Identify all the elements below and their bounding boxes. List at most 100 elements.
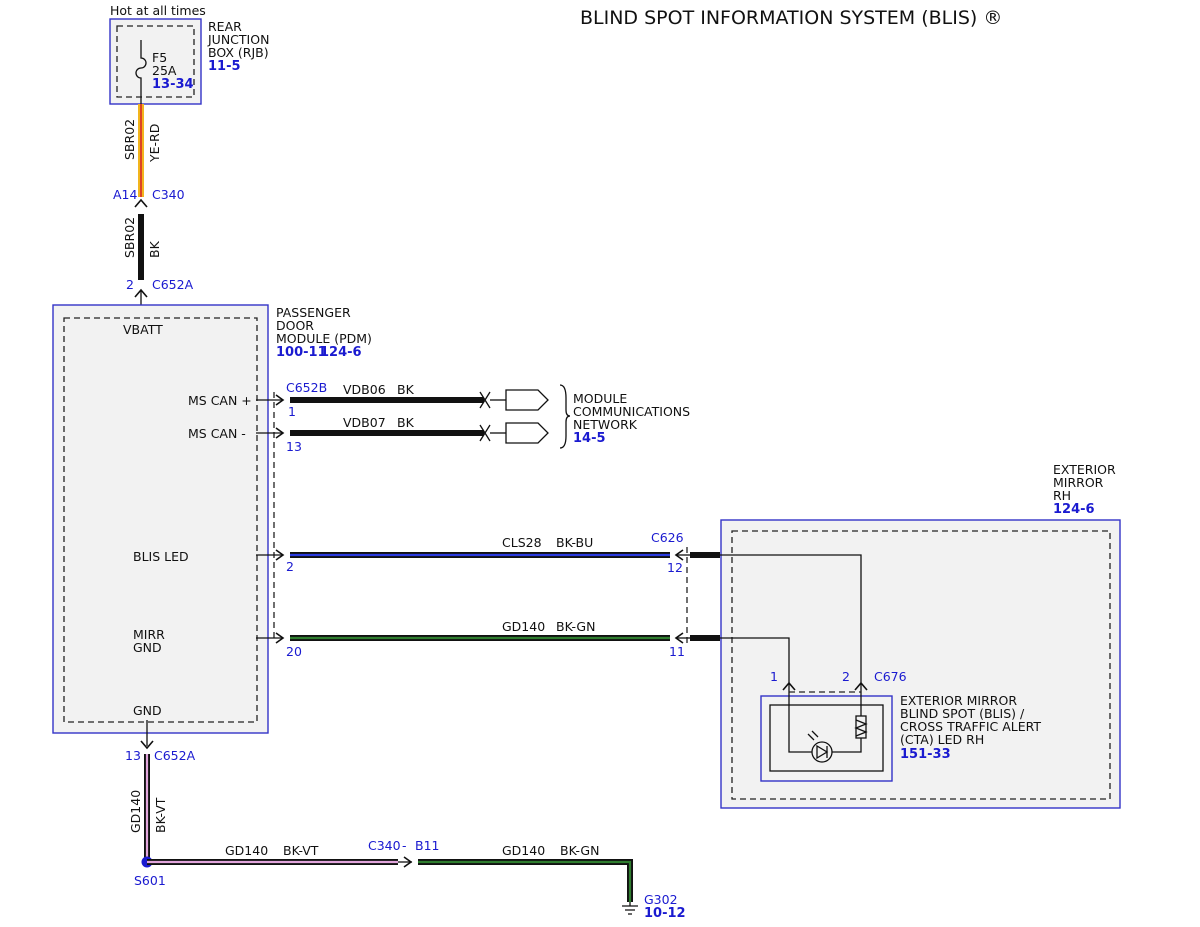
connector-c340-top-name: C340 <box>152 187 185 202</box>
ms-can-plus-arrow <box>275 394 285 406</box>
resistor-zigzag <box>854 719 868 737</box>
mirror-name-line1: EXTERIOR <box>1053 462 1116 477</box>
network-brace <box>559 384 571 449</box>
pdm-pin-blis-led: BLIS LED <box>133 549 189 564</box>
mirror-inner-dash <box>731 530 1111 800</box>
pdm-ref-b: 124-6 <box>320 345 362 360</box>
pdm-name-line1: PASSENGER <box>276 305 351 320</box>
pdm-pin-ms-can-minus: MS CAN - <box>188 426 246 441</box>
wire-gd140-mirror-circuit: GD140 <box>502 619 545 634</box>
pdm-ground-circuit: 13 C652A GD140 BK-VT S601 GD140 BK-VT C3… <box>125 720 686 921</box>
rjb-box <box>109 18 202 105</box>
wire-gd140-vert-color: BK-VT <box>153 797 168 833</box>
led-circuit-left <box>788 692 812 753</box>
blis-led-circuit: 2 CLS28 BK-BU <box>256 535 670 574</box>
rjb-name-line1: REAR <box>208 19 242 34</box>
wire-gd140-ground-body <box>418 859 633 902</box>
network-line1: MODULE <box>573 391 627 406</box>
mirror-internal-wire-top <box>720 554 862 684</box>
wire-sbr02-top-color: YE-RD <box>147 124 162 163</box>
connector-c652a-top-pin: 2 <box>126 277 134 292</box>
pdm-name-line3: MODULE (PDM) <box>276 331 372 346</box>
connector-c626-name: C626 <box>651 530 684 545</box>
connector-c626: C626 12 11 <box>651 530 690 659</box>
rjb-ref: 11-5 <box>208 59 241 74</box>
wire-vdb07-circuit: VDB07 <box>343 415 386 430</box>
connector-c340-top-arrow <box>134 198 148 208</box>
pdm-box <box>52 304 269 734</box>
mirror-internal-wire-bottom <box>720 637 790 684</box>
pdm-inner-dash <box>63 317 258 723</box>
rjb-inner-dash <box>116 25 195 98</box>
connector-c652a-top-name: C652A <box>152 277 194 292</box>
connector-c652a-bottom-pin: 13 <box>125 748 141 763</box>
led-component-line2: BLIND SPOT (BLIS) / <box>900 706 1025 721</box>
wire-sbr02-top-circuit: SBR02 <box>122 119 137 160</box>
fuse-id: F5 <box>152 50 167 65</box>
wire-cls28-color: BK-BU <box>556 535 593 550</box>
wire-vdb06-circuit: VDB06 <box>343 382 386 397</box>
ms-can-minus-arrow <box>275 427 285 439</box>
connector-c340-bottom-pin: B11 <box>415 838 439 853</box>
connector-c676-name: C676 <box>874 669 907 684</box>
connector-c340-bottom-separator: - <box>402 838 407 853</box>
wire-gd140-ground-color: BK-GN <box>560 843 599 858</box>
pdm-ref-a: 100-11 <box>276 345 327 360</box>
connector-c676-pin2: 2 <box>842 669 850 684</box>
module-communications-network: MODULE COMMUNICATIONS NETWORK 14-5 <box>559 384 690 449</box>
network-connector-minus <box>505 422 549 444</box>
wire-gd140-ground-tracer <box>418 860 632 902</box>
pdm-name-line2: DOOR <box>276 318 314 333</box>
led-component-line3: CROSS TRAFFIC ALERT <box>900 719 1041 734</box>
connector-c652b-pin-blis: 2 <box>286 559 294 574</box>
wire-gd140-horiz-color: BK-VT <box>283 843 319 858</box>
diagram-title: BLIND SPOT INFORMATION SYSTEM (BLIS) ® <box>580 7 1002 29</box>
led-light-rays-icon <box>807 730 819 741</box>
connector-c652a-top: 2 C652A <box>126 277 194 318</box>
network-line2: COMMUNICATIONS <box>573 404 690 419</box>
led-component-ref: 151-33 <box>900 747 951 762</box>
wire-vdb06-color: BK <box>397 382 415 397</box>
fuse-ref: 13-34 <box>152 77 194 92</box>
exterior-mirror-rh: EXTERIOR MIRROR RH 124-6 1 2 C676 EXTERI… <box>690 462 1121 809</box>
connector-c652b-pin-plus: 1 <box>288 404 296 419</box>
ground-g302-ref: 10-12 <box>644 906 686 921</box>
mirror-name-line3: RH <box>1053 488 1071 503</box>
blis-led-arrow <box>275 549 285 561</box>
pdm-pin-vbatt: VBATT <box>123 322 163 337</box>
fuse-rating: 25A <box>152 63 177 78</box>
wire-gd140-horiz-circuit: GD140 <box>225 843 268 858</box>
rjb-name-line2: JUNCTION <box>207 32 269 47</box>
wire-gd140-mirror-color: BK-GN <box>556 619 595 634</box>
connector-c626-pin-bottom: 11 <box>669 644 685 659</box>
rjb-name-line3: BOX (RJB) <box>208 45 269 60</box>
mirror-name-line2: MIRROR <box>1053 475 1104 490</box>
led-component-box <box>760 695 893 782</box>
led-circuit-right <box>832 738 862 753</box>
pdm-pin-ms-can-plus: MS CAN + <box>188 393 252 408</box>
led-component-line1: EXTERIOR MIRROR <box>900 693 1017 708</box>
connector-c340-bottom-name: C340 <box>368 838 401 853</box>
wire-sbr02-bottom-circuit: SBR02 <box>122 217 137 258</box>
network-connector-plus <box>505 389 549 411</box>
pdm-pin-mirr-line2: GND <box>133 640 162 655</box>
connector-c676-pin1: 1 <box>770 669 778 684</box>
connector-c652b-name: C652B <box>286 380 327 395</box>
wire-cls28-circuit: CLS28 <box>502 535 542 550</box>
connector-c652b-pin-minus: 13 <box>286 439 302 454</box>
connector-c340-bottom-arrow <box>403 856 413 868</box>
wire-vdb07-twist <box>479 424 491 442</box>
connector-c652a-bottom-name: C652A <box>154 748 196 763</box>
wire-sbr02-ye-rd: SBR02 YE-RD <box>122 104 162 197</box>
ground-symbol-icon <box>622 902 638 915</box>
mirror-ground-circuit: 20 GD140 BK-GN <box>256 619 670 659</box>
mirror-ref: 124-6 <box>1053 502 1095 517</box>
ground-g302-id: G302 <box>644 892 678 907</box>
fuse-symbol <box>135 40 147 104</box>
connector-c626-pin-top: 12 <box>667 560 683 575</box>
mirr-gnd-arrow <box>275 632 285 644</box>
led-component-inner <box>769 704 884 772</box>
pdm-pin-gnd: GND <box>133 703 162 718</box>
network-line3: NETWORK <box>573 417 638 432</box>
